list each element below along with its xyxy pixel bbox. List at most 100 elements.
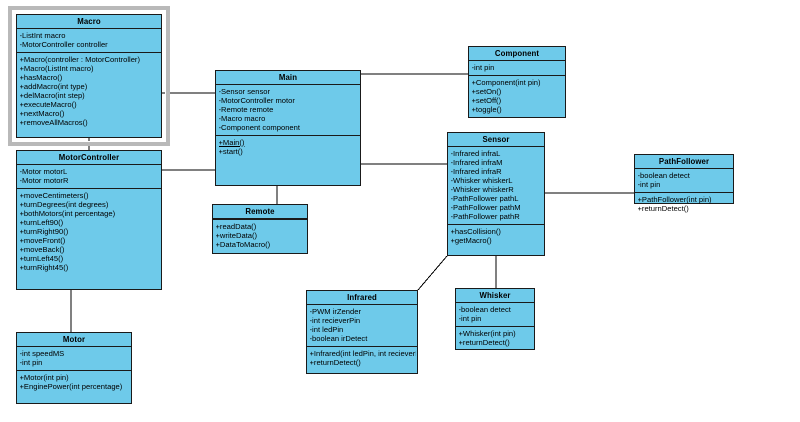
class-operations-motorcontroller: +moveCentimeters()+turnDegrees(int degre… [17,189,161,275]
operation: +Macro(controller : MotorController) [19,55,140,64]
operation: +DataToMacro() [215,240,271,249]
class-name-motorcontroller: MotorController [17,151,161,165]
attribute: -int pin [19,358,43,367]
operation: +Infrared(int ledPin, int recieverPin) [309,349,417,358]
operation: +moveCentimeters() [19,191,89,200]
attribute: -Motor motorR [19,176,69,185]
operation: +Component(int pin) [471,78,541,87]
class-operations-pathfollower: +PathFollower(int pin)+returnDetect() [635,193,733,216]
operation: +returnDetect() [458,338,510,347]
attribute: -int pin [471,63,495,72]
uml-class-motorcontroller[interactable]: MotorController-Motor motorL-Motor motor… [16,150,162,290]
class-operations-main: +Main()+start() [216,136,360,159]
class-name-whisker: Whisker [456,289,534,303]
attribute: -PathFollower pathL [450,194,519,203]
class-attributes-sensor: -Infrared infraL-Infrared infraM-Infrare… [448,147,544,225]
attribute: -Whisker whiskerR [450,185,514,194]
attribute: -PathFollower pathM [450,203,521,212]
operation: +Macro(ListInt macro) [19,64,94,73]
attribute: -Infrared infraL [450,149,501,158]
uml-class-remote[interactable]: Remote +readData()+writeData()+DataToMacr… [212,204,308,254]
attribute: -ListInt macro [19,31,66,40]
class-name-remote: Remote [213,205,307,219]
operation: +toggle() [471,105,502,114]
class-operations-macro: +Macro(controller : MotorController)+Mac… [17,53,161,130]
operation: +bothMotors(int percentage) [19,209,116,218]
class-attributes-motorcontroller: -Motor motorL-Motor motorR [17,165,161,189]
attribute: -int speedMS [19,349,65,358]
class-attributes-component: -int pin [469,61,565,76]
operation: +getMacro() [450,236,492,245]
operation: +readData() [215,222,257,231]
attribute: -PathFollower pathR [450,212,520,221]
operation: +hasMacro() [19,73,63,82]
uml-class-motor[interactable]: Motor-int speedMS-int pin+Motor(int pin)… [16,332,132,404]
class-attributes-main: -Sensor sensor-MotorController motor-Rem… [216,85,360,136]
class-name-infrared: Infrared [307,291,417,305]
uml-class-macro[interactable]: Macro-ListInt macro-MotorController cont… [16,14,162,138]
class-attributes-macro: -ListInt macro-MotorController controlle… [17,29,161,53]
operation: +turnDegrees(int degrees) [19,200,109,209]
class-attributes-infrared: -PWM irZender-int recieverPin-int ledPin… [307,305,417,347]
attribute: -boolean detect [637,171,690,180]
operation: +turnRight90() [19,227,69,236]
operation: +setOn() [471,87,502,96]
uml-class-infrared[interactable]: Infrared-PWM irZender-int recieverPin-in… [306,290,418,374]
class-name-macro: Macro [17,15,161,29]
uml-class-pathfollower[interactable]: PathFollower-boolean detect-int pin+Path… [634,154,734,212]
class-name-motor: Motor [17,333,131,347]
class-operations-sensor: +hasCollision()+getMacro() [448,225,544,248]
attribute: -int pin [458,314,482,323]
operation: +hasCollision() [450,227,501,236]
class-operations-whisker: +Whisker(int pin)+returnDetect() [456,327,534,350]
edge-sensor-infrared [417,255,448,291]
class-name-component: Component [469,47,565,61]
operation: +Motor(int pin) [19,373,69,382]
attribute: -MotorController controller [19,40,108,49]
uml-class-main[interactable]: Main-Sensor sensor-MotorController motor… [215,70,361,186]
uml-class-component[interactable]: Component-int pin+Component(int pin)+set… [468,46,566,118]
attribute: -Component component [218,123,300,132]
class-attributes-whisker: -boolean detect-int pin [456,303,534,327]
operation: +moveBack() [19,245,65,254]
attribute: -boolean detect [458,305,511,314]
class-operations-infrared: +Infrared(int ledPin, int recieverPin)+r… [307,347,417,370]
operation: +Whisker(int pin) [458,329,516,338]
class-attributes-pathfollower: -boolean detect-int pin [635,169,733,193]
attribute: -boolean irDetect [309,334,368,343]
operation: +writeData() [215,231,258,240]
operation: +turnLeft90() [19,218,64,227]
operation: +delMacro(int step) [19,91,85,100]
operation: +moveFront() [19,236,66,245]
attribute: -Remote remote [218,105,274,114]
operation: +nextMacro() [19,109,65,118]
class-operations-motor: +Motor(int pin)+EnginePower(int percenta… [17,371,131,394]
operation: +removeAllMacros() [19,118,88,127]
attribute: -int pin [637,180,661,189]
operation: +setOff() [471,96,502,105]
operation: +start() [218,147,243,156]
attribute: -Infrared infraR [450,167,502,176]
attribute: -Whisker whiskerL [450,176,513,185]
attribute: -Sensor sensor [218,87,271,96]
class-name-main: Main [216,71,360,85]
class-attributes-motor: -int speedMS-int pin [17,347,131,371]
attribute: -int ledPin [309,325,344,334]
attribute: -Motor motorL [19,167,68,176]
class-attributes-remote [213,218,307,220]
operation: +EnginePower(int percentage) [19,382,123,391]
operation: +PathFollower(int pin) [637,195,712,204]
attribute: -PWM irZender [309,307,361,316]
operation: +turnRight45() [19,262,69,272]
class-operations-component: +Component(int pin)+setOn()+setOff()+tog… [469,76,565,117]
attribute: -MotorController motor [218,96,295,105]
attribute: -int recieverPin [309,316,361,325]
operation: +returnDetect() [637,204,689,213]
uml-class-whisker[interactable]: Whisker-boolean detect-int pin+Whisker(i… [455,288,535,350]
attribute: -Infrared infraM [450,158,503,167]
class-name-sensor: Sensor [448,133,544,147]
operation: +returnDetect() [309,358,361,367]
uml-class-sensor[interactable]: Sensor-Infrared infraL-Infrared infraM-I… [447,132,545,256]
operation: +addMacro(int type) [19,82,88,91]
